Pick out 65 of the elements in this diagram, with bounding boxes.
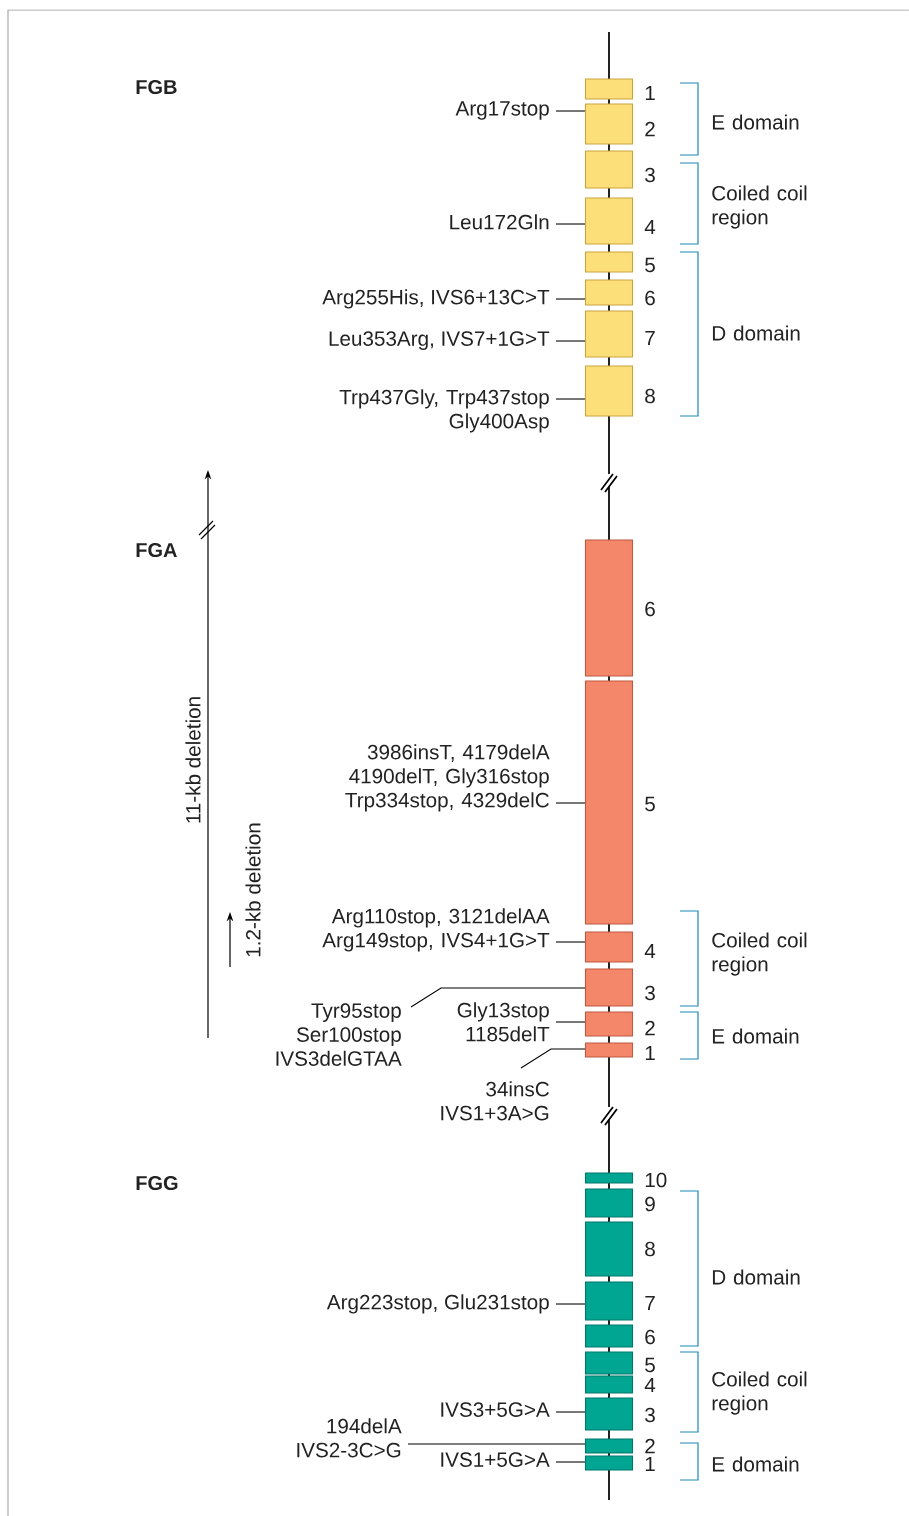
leader-line xyxy=(555,1411,586,1413)
domain-label: Coiled coil region xyxy=(712,185,807,229)
exon-number: 9 xyxy=(645,1196,655,1212)
leader-line xyxy=(555,398,586,400)
domain-label: D domain xyxy=(712,1269,800,1285)
domain-label: Coiled coil region xyxy=(712,932,807,976)
gene-label: FGA xyxy=(136,542,177,558)
domain-label: E domain xyxy=(712,114,799,130)
mutation-label: 34insC IVS1+3A>G xyxy=(441,1081,549,1121)
mutation-label: Arg17stop xyxy=(455,101,549,120)
domain-label: E domain xyxy=(712,1456,799,1472)
deletion-label: 11-kb deletion xyxy=(185,697,201,823)
exon-number: 3 xyxy=(645,985,655,1001)
leader-line xyxy=(555,1303,586,1305)
exon-number: 5 xyxy=(645,796,655,812)
gene-label: FGB xyxy=(136,79,177,95)
leader-line xyxy=(555,298,586,300)
exon-number: 3 xyxy=(645,1407,655,1423)
mutation-label: Arg223stop, Glu231stop xyxy=(326,1294,549,1314)
domain-label: Coiled coil region xyxy=(712,1371,807,1415)
exon-number: 5 xyxy=(645,1357,655,1373)
exon-number: 6 xyxy=(645,290,655,306)
leader-line xyxy=(555,110,586,112)
leader-line xyxy=(520,1048,586,1069)
exon-number: 2 xyxy=(645,121,655,137)
mutation-label: Trp437Gly, Trp437stop Gly400Asp xyxy=(339,389,549,433)
exon-number: 4 xyxy=(644,219,656,235)
exon-number: 7 xyxy=(645,1295,655,1311)
mutation-label: 3986insT, 4179delA 4190delT, Gly316stop Trp334stop, 4329delC xyxy=(345,744,550,812)
exon-number: 2 xyxy=(645,1020,655,1036)
exon-number: 3 xyxy=(645,167,655,183)
exon-number: 5 xyxy=(645,257,655,273)
exon-number: 4 xyxy=(644,943,656,959)
mutation-label: Arg255His, IVS6+13C>T xyxy=(322,289,550,309)
mutation-label: Leu353Arg, IVS7+1G>T xyxy=(329,331,550,350)
mutation-label: Gly13stop 1185delT xyxy=(457,1002,550,1042)
mutation-label: IVS1+5G>A xyxy=(441,1452,550,1467)
deletion-label: 1.2-kb deletion xyxy=(245,823,261,957)
exon-number: 10 xyxy=(645,1172,667,1188)
gene-label: FGG xyxy=(136,1175,178,1191)
leader-line xyxy=(555,1461,586,1463)
leader-line xyxy=(555,1021,586,1023)
exon-number: 7 xyxy=(645,330,655,346)
domain-label: D domain xyxy=(712,325,800,341)
exon-number: 1 xyxy=(645,85,655,101)
leader-line xyxy=(555,802,586,804)
mutation-label: Arg110stop, 3121delAA Arg149stop, IVS4+1G>T xyxy=(322,908,550,952)
leader-line xyxy=(555,223,586,225)
exon-number: 8 xyxy=(645,388,655,404)
exon-number: 8 xyxy=(645,1241,655,1257)
exon-number: 2 xyxy=(645,1438,655,1454)
exon-number: 6 xyxy=(645,601,655,617)
leader-line xyxy=(407,1443,586,1445)
domain-label: E domain xyxy=(712,1028,799,1044)
exon-number: 1 xyxy=(645,1456,655,1472)
leader-line xyxy=(555,941,586,943)
mutation-label: Tyr95stop Ser100stop IVS3delGTAA xyxy=(276,1003,402,1066)
mutation-label: Leu172Gln xyxy=(450,214,549,230)
exon-number: 4 xyxy=(644,1377,656,1393)
leader-line xyxy=(410,987,586,1008)
exon-number: 1 xyxy=(645,1045,655,1061)
exon-number: 6 xyxy=(645,1329,655,1345)
leader-line xyxy=(555,340,586,342)
mutation-label: 194delA IVS2-3C>G xyxy=(297,1418,402,1458)
mutation-label: IVS3+5G>A xyxy=(441,1402,550,1417)
